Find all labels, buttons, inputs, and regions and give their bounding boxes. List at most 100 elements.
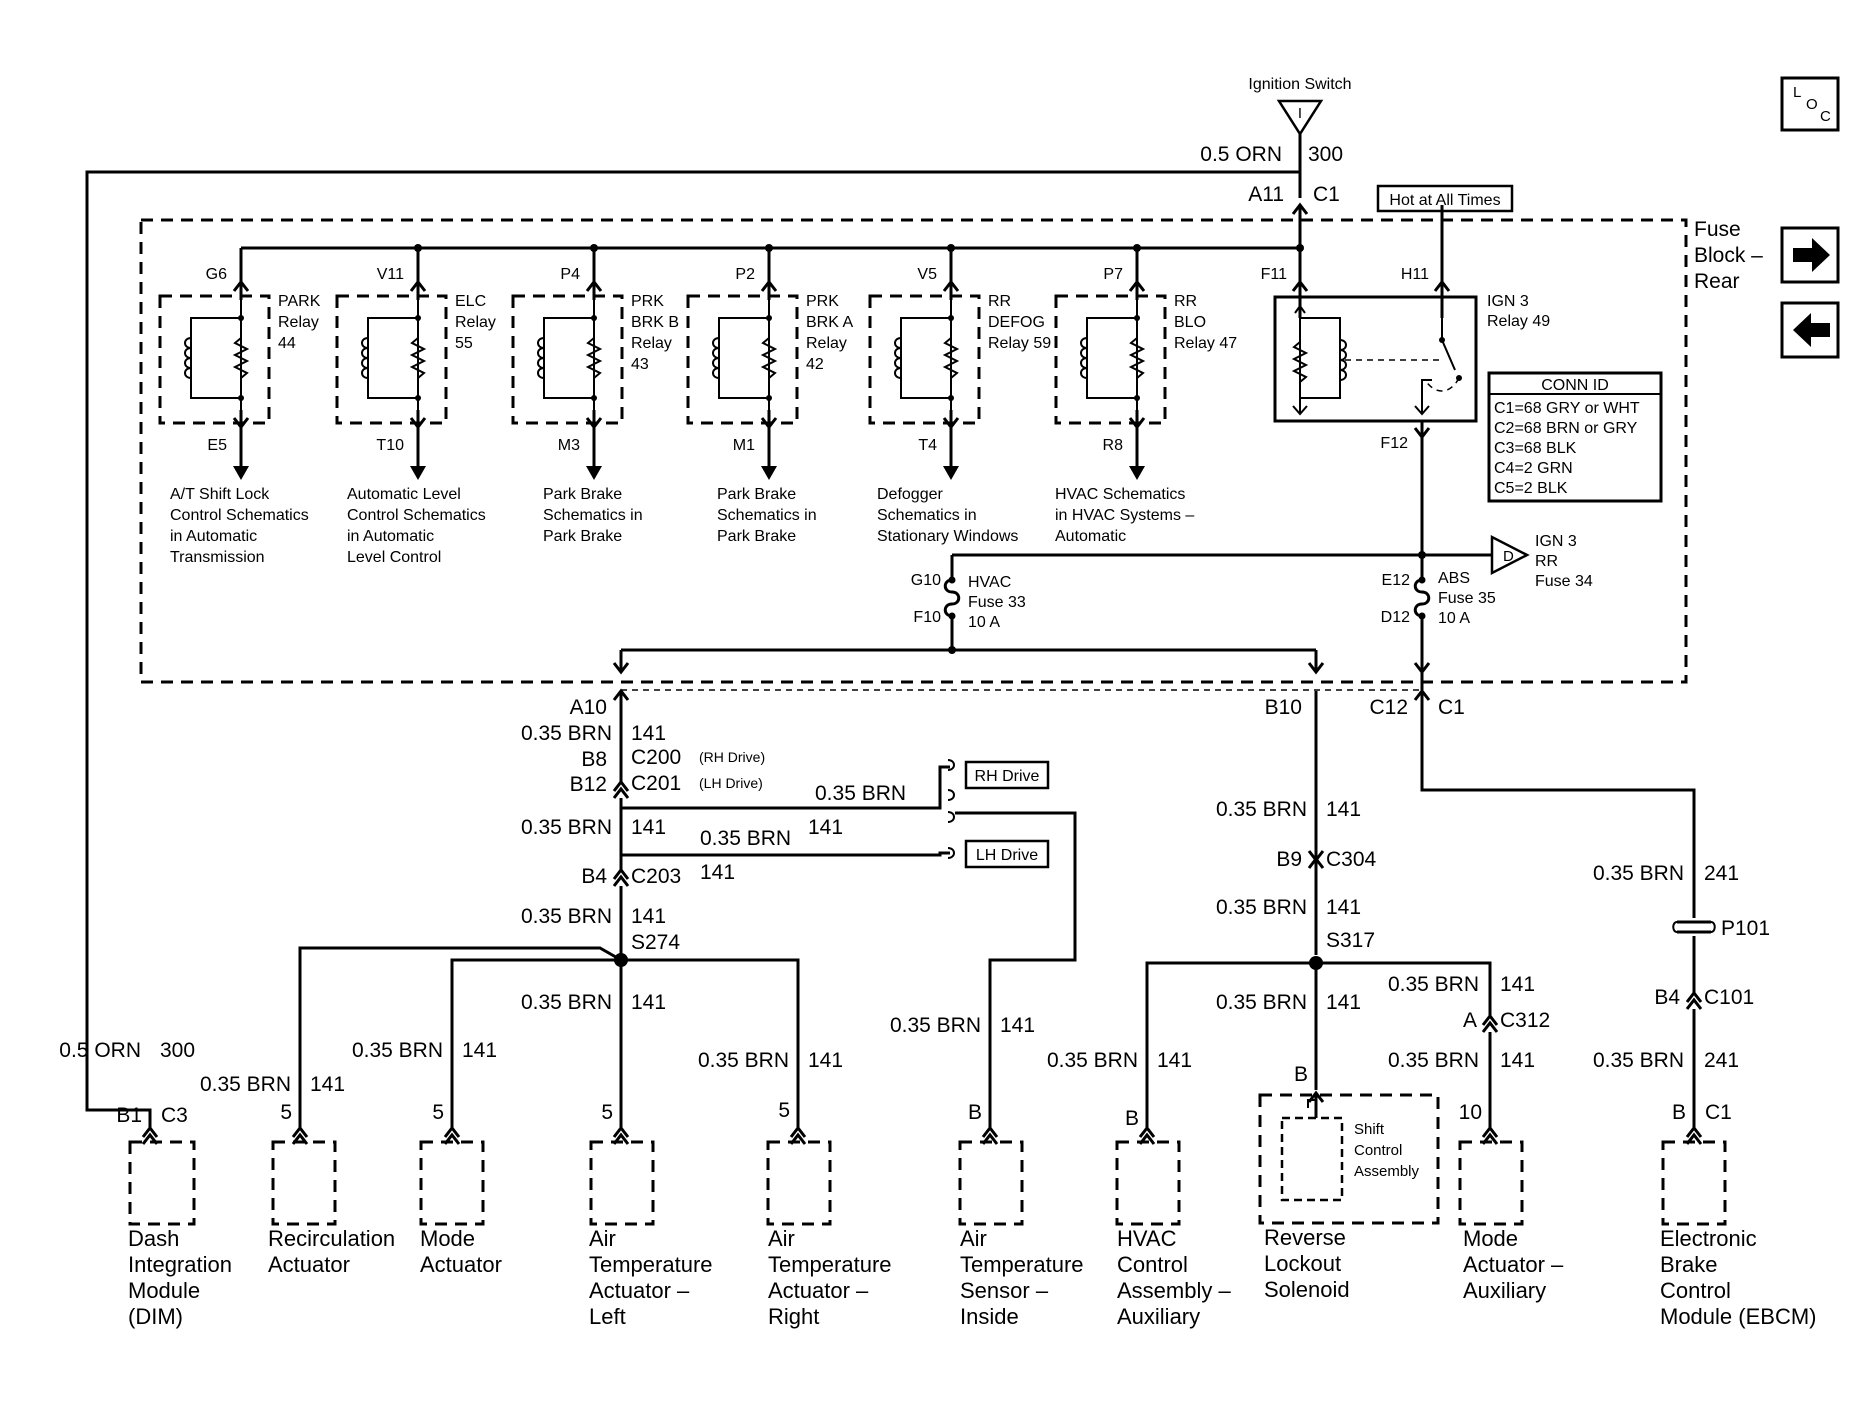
ign3-rr-fuse-34-ref: D IGN 3 RR Fuse 34: [1490, 533, 1593, 590]
relay-top-pin: P2: [735, 266, 755, 283]
connector-c101: C101: [1704, 986, 1754, 1009]
component-pin: B: [1125, 1107, 1139, 1130]
component-name: Inside: [960, 1304, 1019, 1329]
relay-description: A/T Shift Lock: [170, 486, 270, 503]
mid-circuit-5: 141: [1500, 1049, 1535, 1072]
relay-description: Schematics in: [877, 507, 977, 524]
connector-c203: C203: [631, 865, 681, 888]
arrow-down-icon: [410, 466, 426, 480]
shift-control-assembly-label: Control: [1354, 1142, 1402, 1159]
relay-name: ELC: [455, 293, 486, 310]
mid-circuit-1: 141: [1326, 798, 1361, 821]
relay-description: Control Schematics: [347, 507, 486, 524]
component-name: Module: [128, 1278, 200, 1303]
feed-wire-label: 0.5 ORN: [1200, 143, 1282, 166]
component-box: [589, 1140, 655, 1226]
relay-box: [686, 294, 799, 425]
hvac-fuse-pin-top: G10: [911, 572, 941, 589]
component-pin: B: [1672, 1101, 1686, 1124]
component-wire: 0.35 BRN: [1047, 1049, 1138, 1072]
component-name: Recirculation: [268, 1226, 395, 1251]
relay-bottom-pin: M1: [733, 437, 755, 454]
svg-text:L: L: [1793, 84, 1801, 101]
component-name: Actuator: [268, 1252, 350, 1277]
relay-name: Relay: [278, 314, 319, 331]
component-box: [766, 1140, 832, 1226]
left-wire-1: 0.35 BRN: [521, 722, 612, 745]
abs-fuse-label-1: ABS: [1438, 570, 1470, 587]
relay-description: Level Control: [347, 549, 441, 566]
hvac-fuse-label-2: Fuse 33: [968, 594, 1026, 611]
rh-drive-label: RH Drive: [975, 768, 1040, 785]
component-name: (DIM): [128, 1304, 183, 1329]
relay-top-pin: V5: [917, 266, 937, 283]
lh-drive-circuit: 141: [808, 816, 843, 839]
component-name: Temperature: [589, 1252, 713, 1277]
relay-name: DEFOG: [988, 314, 1045, 331]
lh-drive-wire: 0.35 BRN: [700, 827, 791, 850]
left-wire-3: 0.35 BRN: [521, 905, 612, 928]
abs-fuse-label-3: 10 A: [1438, 610, 1470, 627]
svg-text:Hot at All Times: Hot at All Times: [1389, 192, 1500, 209]
feed-circuit-label: 300: [1308, 143, 1343, 166]
left-wire-2: 0.35 BRN: [521, 816, 612, 839]
loc-icon[interactable]: L O C: [1780, 76, 1840, 132]
next-page-button[interactable]: [1780, 226, 1840, 284]
component-name: Solenoid: [1264, 1277, 1350, 1302]
pin-b8: B8: [581, 748, 607, 771]
rh-drive-wire: 0.35 BRN: [815, 782, 906, 805]
mid-wire-2: 0.35 BRN: [1216, 896, 1307, 919]
fuse-block-label-1: Fuse: [1694, 218, 1741, 241]
relay-name: Relay: [806, 335, 847, 352]
relay-name: BLO: [1174, 314, 1206, 331]
relay-description: Automatic Level: [347, 486, 461, 503]
component-box: [419, 1140, 485, 1226]
relay-box: [511, 294, 624, 425]
component-name: Actuator –: [589, 1278, 690, 1303]
previous-page-button[interactable]: [1780, 301, 1840, 359]
ign3-pin-right: H11: [1401, 266, 1429, 283]
component-pin: 5: [280, 1101, 292, 1124]
component-circuit: 141: [310, 1073, 345, 1096]
fuse-block-label-3: Rear: [1694, 270, 1740, 293]
component-box: [1115, 1140, 1181, 1226]
pin-b10: B10: [1265, 696, 1302, 719]
component-box: [128, 1140, 196, 1226]
right-circuit-2: 241: [1704, 1049, 1739, 1072]
ignition-switch-title: Ignition Switch: [1248, 76, 1351, 93]
component-name: Control: [1117, 1252, 1188, 1277]
component-connector: C3: [161, 1104, 188, 1127]
component-wire: 0.35 BRN: [698, 1049, 789, 1072]
conn-id-row: C1=68 GRY or WHT: [1494, 400, 1640, 417]
component-name: Dash: [128, 1226, 179, 1251]
ign3-ref-label-1: IGN 3: [1535, 533, 1577, 550]
relay-description: Stationary Windows: [877, 528, 1018, 545]
relay-name: Relay 59: [988, 335, 1051, 352]
svg-text:O: O: [1806, 96, 1818, 113]
component-name: Brake: [1660, 1252, 1717, 1277]
feed-connector-label: C1: [1313, 183, 1340, 206]
ign3-relay-49: F11 H11 IGN 3 Relay 49 F12: [1261, 205, 1550, 555]
c201-note: (LH Drive): [699, 775, 763, 791]
left-branch: A10 0.35 BRN 141 B8 C200 (RH Drive) B12 …: [298, 688, 1077, 1128]
lh-drive-box: [964, 839, 1050, 869]
conn-id-row: C4=2 GRN: [1494, 460, 1573, 477]
mid-wire-1: 0.35 BRN: [1216, 798, 1307, 821]
mid-wire-3: 0.35 BRN: [1216, 991, 1307, 1014]
component-circuit: 141: [1157, 1049, 1192, 1072]
component-name: Air: [960, 1226, 987, 1251]
relay-bottom-pin: R8: [1103, 437, 1124, 454]
pin-b12: B12: [570, 773, 607, 796]
arrow-down-icon: [233, 466, 249, 480]
component-name: Assembly –: [1117, 1278, 1231, 1303]
relay-description: Park Brake: [717, 528, 796, 545]
component-circuit: 141: [1000, 1014, 1035, 1037]
left-wire-4: 0.35 BRN: [521, 991, 612, 1014]
component-name: Actuator –: [768, 1278, 869, 1303]
relay-description: HVAC Schematics: [1055, 486, 1185, 503]
right-connector-c1: C1: [1438, 696, 1465, 719]
